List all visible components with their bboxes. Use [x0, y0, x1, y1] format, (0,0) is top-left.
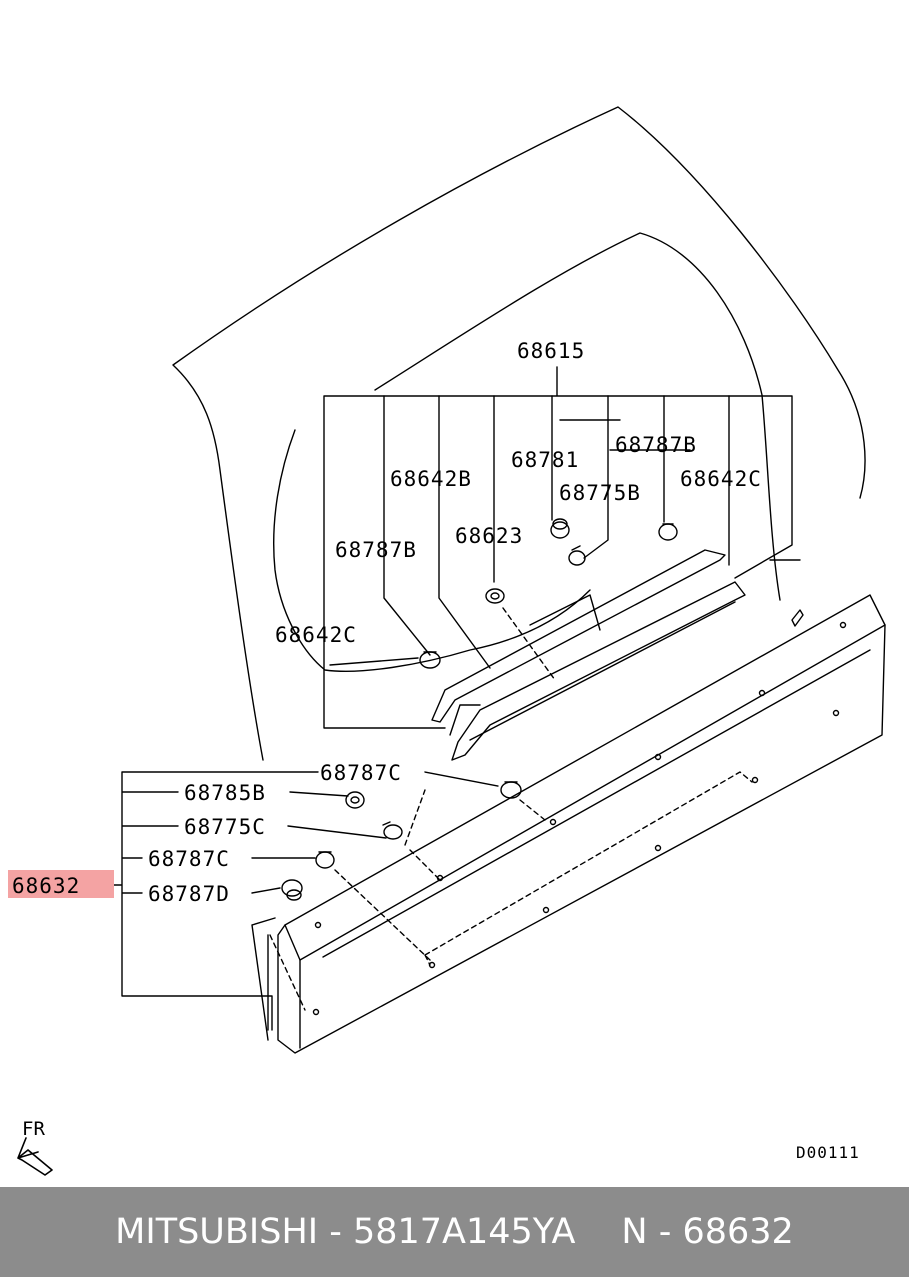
- clip-68787C-upper: [500, 781, 522, 799]
- upper-garnish-strip: [431, 549, 726, 723]
- callout-68623: 68623: [455, 524, 523, 548]
- front-marker-label: FR: [22, 1118, 45, 1140]
- callout-box-68615: [323, 366, 793, 729]
- lower-garnish-68632: [277, 594, 886, 1054]
- mounting-holes: [312, 621, 847, 1016]
- clip-68787B-left: [419, 651, 441, 669]
- clip-68775C: [382, 821, 403, 840]
- callout-68787B-left: 68787B: [335, 538, 417, 562]
- callout-68781: 68781: [511, 448, 579, 472]
- clip-68775B: [568, 545, 586, 566]
- clip-68787D: [281, 879, 303, 901]
- middle-moulding: [451, 581, 746, 761]
- grommet-68623: [485, 588, 505, 604]
- front-arrow-icon: [17, 1137, 53, 1176]
- tailgate-inner-line: [374, 232, 801, 601]
- callout-68775B: 68775B: [559, 481, 641, 505]
- footer-brand-part: MITSUBISHI - 5817A145YA: [115, 1212, 576, 1252]
- diagram-code: D00111: [796, 1143, 860, 1162]
- garnish-inner-outline: [273, 429, 591, 672]
- nut-68785B: [345, 791, 365, 809]
- parts-diagram: 68615 68642B 68781 68787B 68775B 68642C …: [8, 106, 886, 1176]
- tailgate-outline: [172, 106, 866, 761]
- callout-68785B: 68785B: [184, 781, 266, 805]
- clip-68787C-lower: [315, 851, 335, 869]
- callout-68787B-top: 68787B: [615, 433, 697, 457]
- footer-bar: MITSUBISHI - 5817A145YA N - 68632: [0, 1187, 909, 1277]
- callout-68787C-a: 68787C: [320, 761, 402, 785]
- callout-68787D: 68787D: [148, 882, 230, 906]
- callout-68642C-right: 68642C: [680, 467, 762, 491]
- highlight-68632: [8, 870, 114, 898]
- callout-68632: 68632: [12, 874, 80, 898]
- clip-68787B-right: [658, 523, 678, 541]
- callout-68615: 68615: [517, 339, 585, 363]
- footer-ref: N - 68632: [621, 1212, 794, 1252]
- callout-68775C: 68775C: [184, 815, 266, 839]
- callout-68642C-left: 68642C: [275, 623, 357, 647]
- callout-68787C-b: 68787C: [148, 847, 230, 871]
- callout-68642B: 68642B: [390, 467, 472, 491]
- callout-bracket-68632: [107, 771, 319, 1031]
- clip-68781: [550, 518, 570, 539]
